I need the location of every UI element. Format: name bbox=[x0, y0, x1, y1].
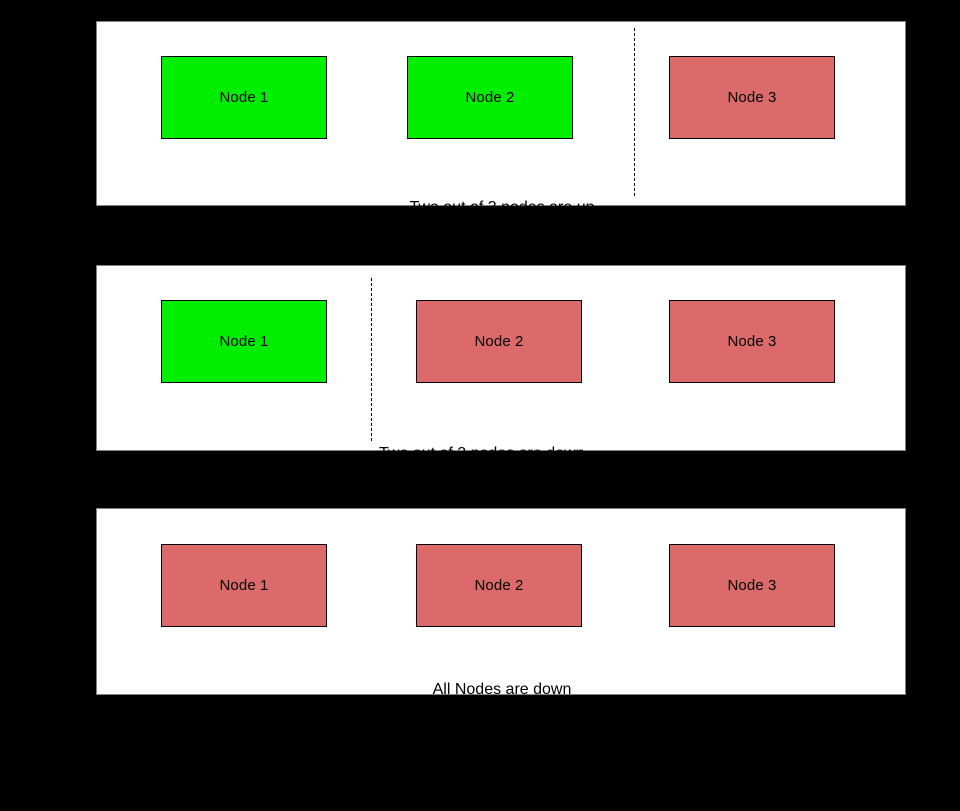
node-box-panel2-node3[interactable]: Node 3 bbox=[669, 300, 835, 383]
quorum-divider-line-panel2 bbox=[371, 278, 372, 441]
node-label: Node 2 bbox=[474, 333, 524, 350]
node-box-panel2-node1[interactable]: Node 1 bbox=[161, 300, 327, 383]
node-label: Node 2 bbox=[474, 577, 524, 594]
caption-line-2: Majority Fails & Cluster Stops bbox=[397, 747, 607, 764]
node-box-panel2-node2[interactable]: Node 2 bbox=[416, 300, 582, 383]
panel3-caption: All Nodes are down Majority Fails & Clus… bbox=[97, 635, 907, 811]
node-label: Node 3 bbox=[727, 89, 777, 106]
diagram-canvas: Node 1 Node 2 Node 3 Two out of 3 nodes … bbox=[96, 21, 906, 764]
caption-line-1: Two out of 3 nodes are up bbox=[409, 199, 595, 216]
node-box-panel1-node1[interactable]: Node 1 bbox=[161, 56, 327, 139]
node-box-panel1-node3[interactable]: Node 3 bbox=[669, 56, 835, 139]
node-label: Node 1 bbox=[219, 577, 269, 594]
caption-line-1: Two out of 3 nodes are down bbox=[379, 445, 585, 462]
node-label: Node 3 bbox=[727, 577, 777, 594]
scenario-panel-all-nodes-down: Node 1 Node 2 Node 3 All Nodes are down … bbox=[96, 508, 906, 764]
node-label: Node 2 bbox=[465, 89, 515, 106]
scenario-panel-majority-wins: Node 1 Node 2 Node 3 Two out of 3 nodes … bbox=[96, 21, 906, 282]
node-box-panel1-node2[interactable]: Node 2 bbox=[407, 56, 573, 139]
node-box-panel3-node2[interactable]: Node 2 bbox=[416, 544, 582, 627]
node-label: Node 1 bbox=[219, 333, 269, 350]
node-box-panel3-node3[interactable]: Node 3 bbox=[669, 544, 835, 627]
scenario-panel-two-nodes-down: Node 1 Node 2 Node 3 Two out of 3 nodes … bbox=[96, 265, 906, 528]
node-box-panel3-node1[interactable]: Node 1 bbox=[161, 544, 327, 627]
caption-line-1: All Nodes are down bbox=[432, 681, 572, 698]
quorum-divider-line-panel1 bbox=[634, 28, 635, 196]
node-label: Node 3 bbox=[727, 333, 777, 350]
node-label: Node 1 bbox=[219, 89, 269, 106]
